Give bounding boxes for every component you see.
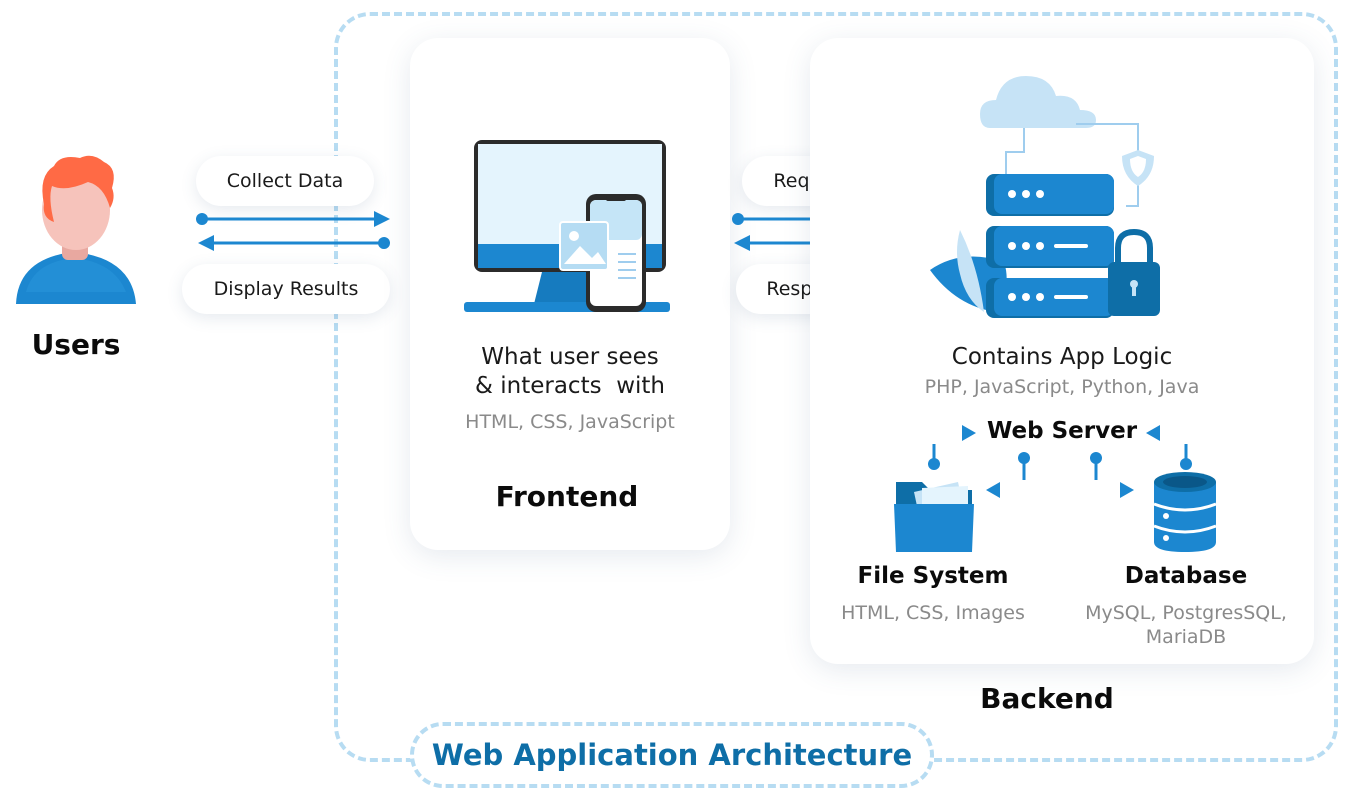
architecture-title-banner: Web Application Architecture: [410, 722, 934, 788]
monitor-phone-icon: [464, 140, 670, 312]
frontend-description-line2: & interacts with: [475, 373, 665, 399]
users-label: Users: [31, 328, 121, 361]
web-server-connectors: [928, 425, 1192, 498]
user-frontend-arrows: [196, 211, 390, 251]
folder-icon: [894, 482, 974, 552]
database-tech-line1: MySQL, PostgresSQL,: [1085, 602, 1287, 624]
frontend-tech: HTML, CSS, JavaScript: [465, 411, 675, 433]
database-icon: [1153, 472, 1217, 552]
backend-tech: PHP, JavaScript, Python, Java: [924, 376, 1200, 398]
backend-card: [810, 38, 1314, 664]
backend-title: Backend: [980, 682, 1114, 715]
database-title: Database: [1124, 563, 1248, 589]
web-server-label: Web Server: [986, 418, 1138, 444]
backend-description: Contains App Logic: [951, 344, 1173, 370]
collect-data-pill: Collect Data: [196, 156, 374, 206]
frontend-title: Frontend: [495, 480, 639, 513]
file-system-tech: HTML, CSS, Images: [841, 602, 1025, 624]
frontend-description-line1: What user sees: [481, 344, 659, 370]
database-tech-line2: MariaDB: [1145, 626, 1227, 648]
user-avatar-icon: [16, 155, 136, 304]
display-results-pill: Display Results: [182, 264, 390, 314]
file-system-title: File System: [857, 563, 1009, 589]
server-cloud-lock-icon: [930, 76, 1160, 318]
